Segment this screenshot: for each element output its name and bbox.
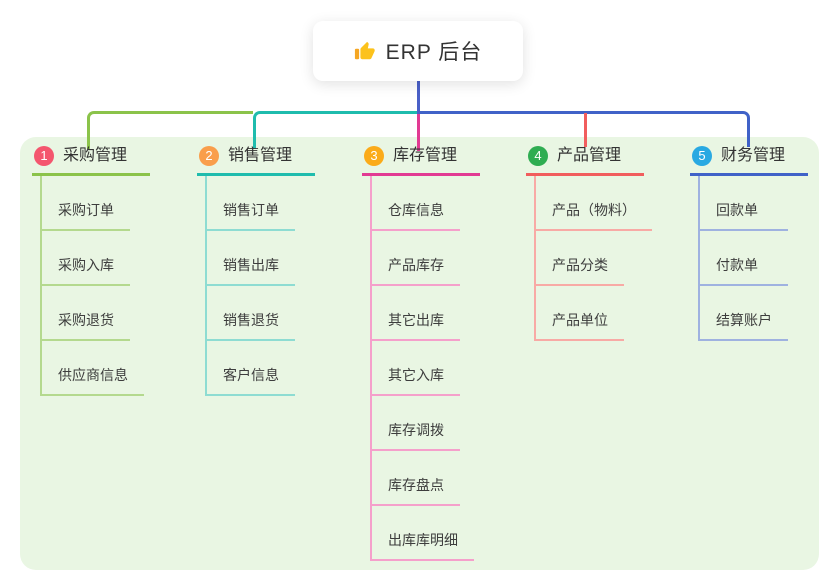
child-node-label: 供应商信息 [58, 367, 128, 383]
branch-children: 产品（物料） 产品分类 产品单位 [534, 176, 652, 341]
child-node[interactable]: 库存盘点 [372, 451, 460, 506]
root-node[interactable]: ERP 后台 [313, 21, 523, 81]
child-node-label: 产品（物料） [552, 202, 636, 218]
connector-branch-5 [418, 111, 750, 147]
child-node[interactable]: 销售退货 [207, 286, 295, 341]
child-node[interactable]: 采购入库 [42, 231, 130, 286]
child-node[interactable]: 供应商信息 [42, 341, 144, 396]
child-node-label: 产品分类 [552, 257, 608, 273]
child-node-label: 产品单位 [552, 312, 608, 328]
child-node[interactable]: 产品单位 [536, 286, 624, 341]
branch-children: 采购订单 采购入库 采购退货 供应商信息 [40, 176, 150, 396]
child-node-label: 客户信息 [223, 367, 279, 383]
branch-label: 财务管理 [721, 147, 786, 164]
child-node[interactable]: 产品分类 [536, 231, 624, 286]
child-node-label: 付款单 [716, 257, 758, 273]
connector-branch-3 [417, 113, 420, 151]
child-node-label: 采购订单 [58, 202, 114, 218]
child-node-label: 其它入库 [388, 367, 444, 383]
branch-label: 产品管理 [557, 147, 622, 164]
branch-title-purchase[interactable]: 1 采购管理 [32, 146, 150, 176]
child-node[interactable]: 销售出库 [207, 231, 295, 286]
branch-title-finance[interactable]: 5 财务管理 [690, 146, 808, 176]
child-node-label: 回款单 [716, 202, 758, 218]
child-node[interactable]: 库存调拨 [372, 396, 460, 451]
child-node[interactable]: 付款单 [700, 231, 788, 286]
branch-title-product[interactable]: 4 产品管理 [526, 146, 644, 176]
connector-branch-2 [253, 111, 418, 149]
child-node[interactable]: 销售订单 [207, 176, 295, 231]
branch-product: 4 产品管理 产品（物料） 产品分类 产品单位 [526, 146, 652, 341]
branch-label: 采购管理 [63, 147, 128, 164]
child-node[interactable]: 客户信息 [207, 341, 295, 396]
root-node-label: ERP 后台 [385, 41, 483, 64]
branch-title-inventory[interactable]: 3 库存管理 [362, 146, 480, 176]
child-node[interactable]: 其它入库 [372, 341, 460, 396]
mindmap-panel [20, 137, 819, 570]
connector-branch-1 [87, 111, 253, 149]
branch-badge: 4 [528, 146, 548, 166]
branch-title-sales[interactable]: 2 销售管理 [197, 146, 315, 176]
branch-badge: 3 [364, 146, 384, 166]
child-node-label: 销售出库 [223, 257, 279, 273]
child-node[interactable]: 仓库信息 [372, 176, 460, 231]
child-node[interactable]: 结算账户 [700, 286, 788, 341]
child-node-label: 仓库信息 [388, 202, 444, 218]
child-node[interactable]: 采购订单 [42, 176, 130, 231]
branch-finance: 5 财务管理 回款单 付款单 结算账户 [690, 146, 808, 341]
child-node-label: 结算账户 [716, 312, 772, 328]
child-node-label: 采购入库 [58, 257, 114, 273]
child-node-label: 销售订单 [223, 202, 279, 218]
child-node[interactable]: 其它出库 [372, 286, 460, 341]
connector-branch-4 [584, 113, 587, 147]
branch-badge: 5 [692, 146, 712, 166]
branch-badge: 2 [199, 146, 219, 166]
branch-children: 销售订单 销售出库 销售退货 客户信息 [205, 176, 315, 396]
branch-label: 库存管理 [393, 147, 458, 164]
connector-root [417, 81, 420, 114]
child-node[interactable]: 采购退货 [42, 286, 130, 341]
branch-inventory: 3 库存管理 仓库信息 产品库存 其它出库 其它入库 库存调拨 库存盘点 出库库… [362, 146, 480, 561]
thumbs-up-icon [354, 41, 375, 60]
child-node[interactable]: 产品（物料） [536, 176, 652, 231]
child-node[interactable]: 回款单 [700, 176, 788, 231]
child-node-label: 采购退货 [58, 312, 114, 328]
child-node-label: 库存调拨 [388, 422, 444, 438]
branch-children: 回款单 付款单 结算账户 [698, 176, 808, 341]
child-node-label: 其它出库 [388, 312, 444, 328]
child-node-label: 产品库存 [388, 257, 444, 273]
child-node[interactable]: 产品库存 [372, 231, 460, 286]
child-node-label: 出库库明细 [388, 532, 458, 548]
child-node-label: 库存盘点 [388, 477, 444, 493]
branch-purchase: 1 采购管理 采购订单 采购入库 采购退货 供应商信息 [32, 146, 150, 396]
branch-badge: 1 [34, 146, 54, 166]
branch-children: 仓库信息 产品库存 其它出库 其它入库 库存调拨 库存盘点 出库库明细 [370, 176, 480, 561]
child-node-label: 销售退货 [223, 312, 279, 328]
child-node[interactable]: 出库库明细 [372, 506, 474, 561]
branch-label: 销售管理 [228, 147, 293, 164]
branch-sales: 2 销售管理 销售订单 销售出库 销售退货 客户信息 [197, 146, 315, 396]
